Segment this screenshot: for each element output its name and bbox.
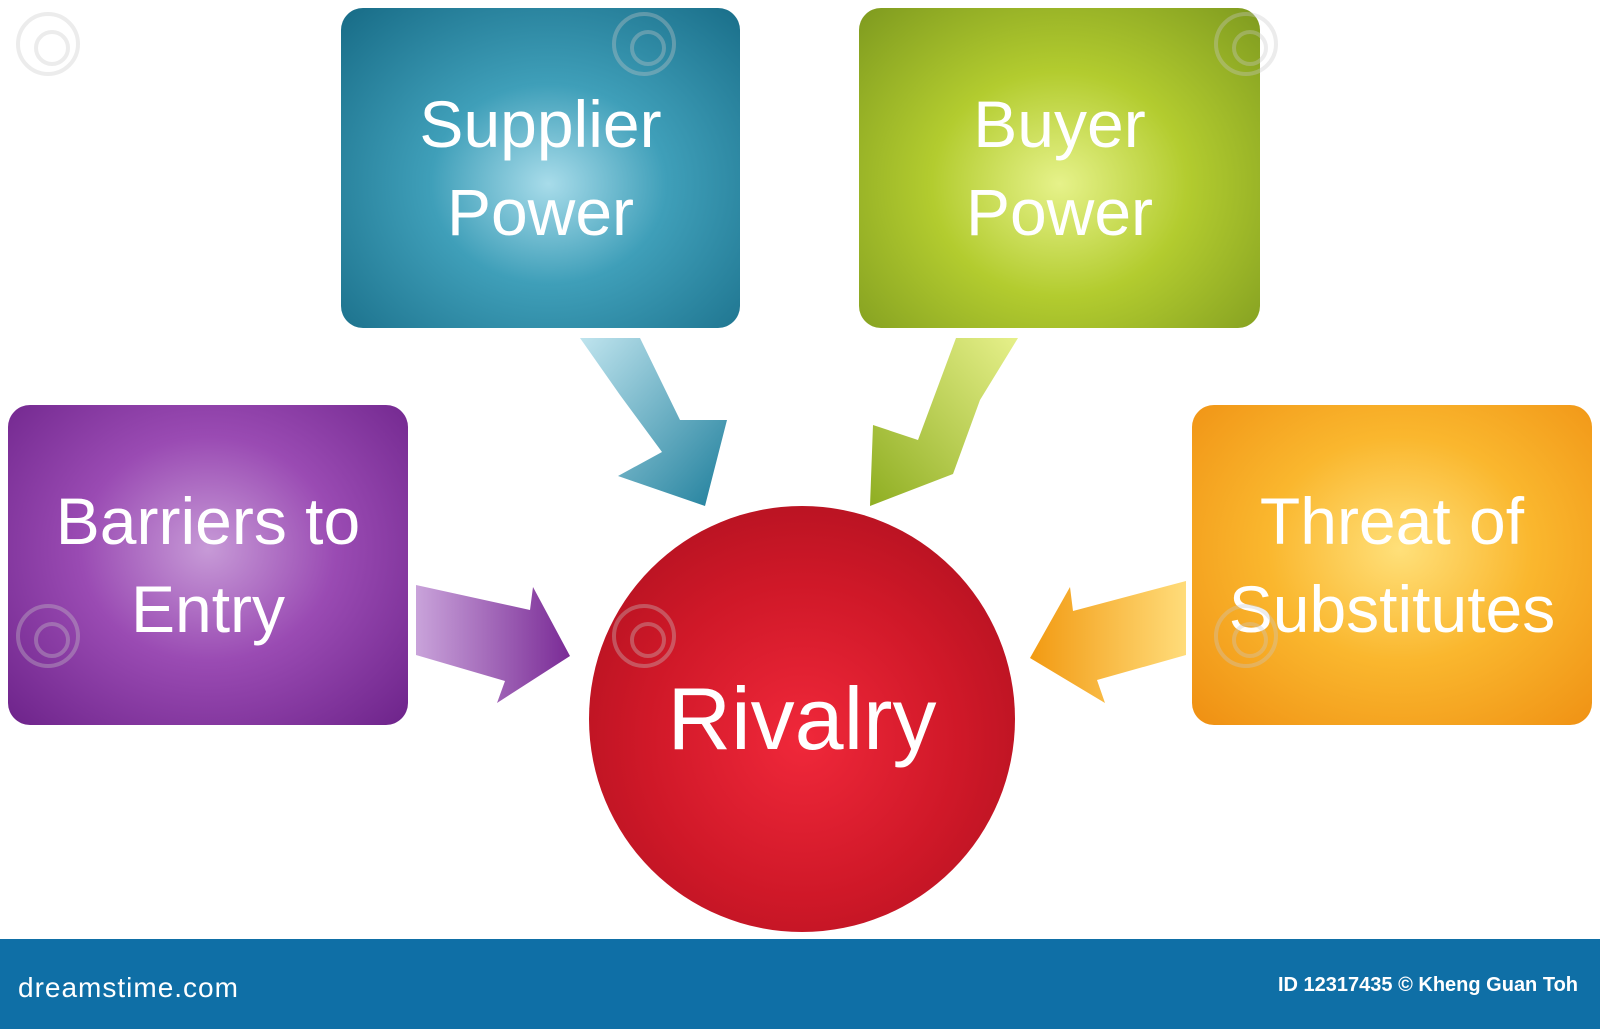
watermark-spiral-icon: [1214, 12, 1278, 76]
supplier-power-label: Supplier Power: [419, 80, 661, 256]
threat-line1: Threat of: [1259, 484, 1525, 558]
site-logo-text: dreamstime.com: [18, 972, 239, 1003]
supplier-power-line1: Supplier: [419, 87, 662, 161]
buyer-power-line2: Power: [965, 175, 1154, 249]
arrows-layer: [416, 338, 1186, 703]
threat-of-substitutes-label: Threat of Substitutes: [1229, 477, 1556, 653]
rivalry-label: Rivalry: [667, 669, 937, 768]
supplier-power-line2: Power: [446, 175, 635, 249]
footer-bar: [0, 939, 1600, 1029]
watermark-spiral-icon: [16, 12, 80, 76]
watermark-spiral-icon: [1214, 604, 1278, 668]
watermark-spiral-icon: [16, 604, 80, 668]
image-credit: ID 12317435 © Kheng Guan Toh: [1278, 974, 1578, 996]
five-forces-diagram: Supplier Power Buyer Power Barriers to E…: [8, 8, 1592, 932]
threat-line2: Substitutes: [1228, 572, 1556, 646]
barriers-to-entry-box: Barriers to Entry: [8, 405, 408, 725]
arrow-supplier-to-rivalry: [580, 338, 727, 506]
buyer-power-line1: Buyer: [973, 87, 1146, 161]
arrow-barriers-to-rivalry: [416, 585, 570, 703]
buyer-power-label: Buyer Power: [966, 80, 1153, 256]
threat-of-substitutes-box: Threat of Substitutes: [1192, 405, 1592, 725]
barriers-line2: Entry: [130, 572, 286, 646]
arrow-threat-to-rivalry: [1030, 581, 1186, 703]
watermark-spiral-icon: [612, 604, 676, 668]
barriers-to-entry-label: Barriers to Entry: [56, 477, 360, 653]
arrow-buyer-to-rivalry: [870, 338, 1018, 506]
watermark-spiral-icon: [612, 12, 676, 76]
rivalry-circle: Rivalry: [589, 506, 1015, 932]
barriers-line1: Barriers to: [55, 484, 361, 558]
buyer-power-box: Buyer Power: [859, 8, 1260, 328]
supplier-power-box: Supplier Power: [341, 8, 740, 328]
